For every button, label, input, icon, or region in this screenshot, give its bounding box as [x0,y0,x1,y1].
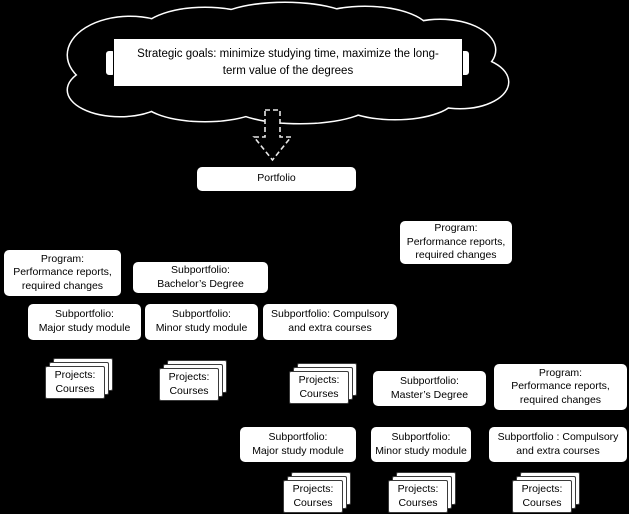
node-subportfolio-minor-1: Subportfolio: Minor study module [145,304,258,340]
node-projects-5: Projects: Courses [388,472,458,514]
node-projects-1: Projects: Courses [45,358,115,400]
node-program-right: Program: Performance reports, required c… [494,364,627,410]
projects-label: Projects: Courses [283,480,343,513]
node-subportfolio-masters: Subportfolio: Master’s Degree [373,371,486,406]
node-projects-4: Projects: Courses [283,472,353,514]
node-program-left: Program: Performance reports, required c… [4,250,121,296]
node-subportfolio-bachelor: Subportfolio: Bachelor’s Degree [133,262,268,293]
node-subportfolio-compulsory-2: Subportfolio : Compulsory and extra cour… [489,427,627,462]
projects-label: Projects: Courses [289,371,349,404]
projects-label: Projects: Courses [45,366,105,399]
strategic-goals-banner: Strategic goals: minimize studying time,… [113,38,463,87]
node-subportfolio-compulsory-1: Subportfolio: Compulsory and extra cours… [263,304,397,340]
node-subportfolio-minor-2: Subportfolio: Minor study module [371,427,471,462]
projects-label: Projects: Courses [159,368,219,401]
projects-label: Projects: Courses [512,480,572,513]
node-portfolio: Portfolio [197,167,356,191]
node-subportfolio-major-1: Subportfolio: Major study module [28,304,141,340]
node-projects-2: Projects: Courses [159,360,229,402]
projects-label: Projects: Courses [388,480,448,513]
node-projects-6: Projects: Courses [512,472,582,514]
dashed-down-arrow [252,109,293,162]
node-projects-3: Projects: Courses [289,363,359,405]
node-program-top-right: Program: Performance reports, required c… [400,221,512,264]
node-subportfolio-major-2: Subportfolio: Major study module [240,427,356,462]
